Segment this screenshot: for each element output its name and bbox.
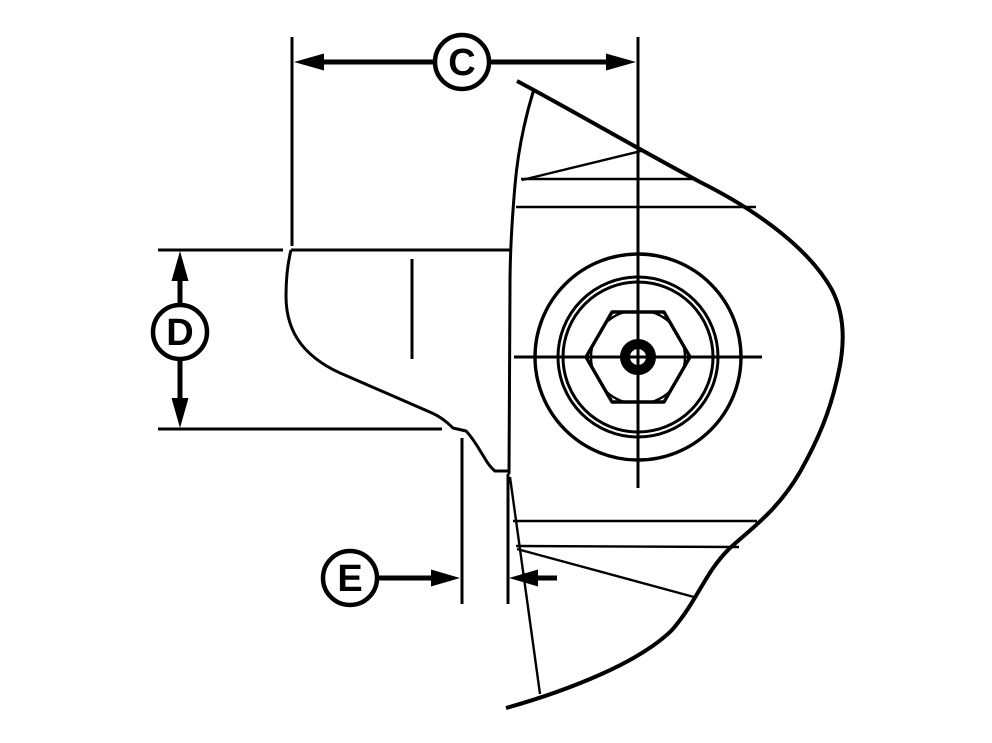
- lug-profile-curve: [284, 249, 509, 473]
- callout-c-circle: [432, 32, 492, 92]
- callout-d-circle: [150, 302, 210, 362]
- part-left-edge: [507, 88, 536, 475]
- top-rib-diagonal: [521, 149, 642, 182]
- callout-c-label: C: [448, 42, 475, 84]
- dimension-d-arrowhead-up: [171, 251, 189, 281]
- dimension-e: E: [320, 438, 557, 608]
- dimension-c: C: [290, 32, 636, 246]
- bottom-rib-diagonal: [516, 547, 695, 599]
- callout-e-circle: [320, 548, 380, 608]
- part-outline: [284, 79, 845, 710]
- callout-d-label: D: [166, 312, 193, 354]
- part-lower-left-edge: [508, 476, 542, 695]
- dimension-c-arrowhead-left: [294, 53, 324, 71]
- hub-and-bolt: [514, 37, 762, 488]
- bottom-rib-line-2: [515, 544, 740, 549]
- dimension-d: D: [150, 248, 442, 431]
- callout-e-label: E: [337, 558, 362, 600]
- dimension-d-arrowhead-down: [171, 398, 189, 428]
- ink-layer: C D E: [150, 32, 845, 710]
- dimension-c-arrowhead-right: [606, 53, 636, 71]
- part-outer-arc: [505, 79, 845, 710]
- dimension-e-arrowhead-right-pointing: [431, 569, 460, 587]
- dimension-e-arrowhead-left-pointing: [509, 569, 538, 587]
